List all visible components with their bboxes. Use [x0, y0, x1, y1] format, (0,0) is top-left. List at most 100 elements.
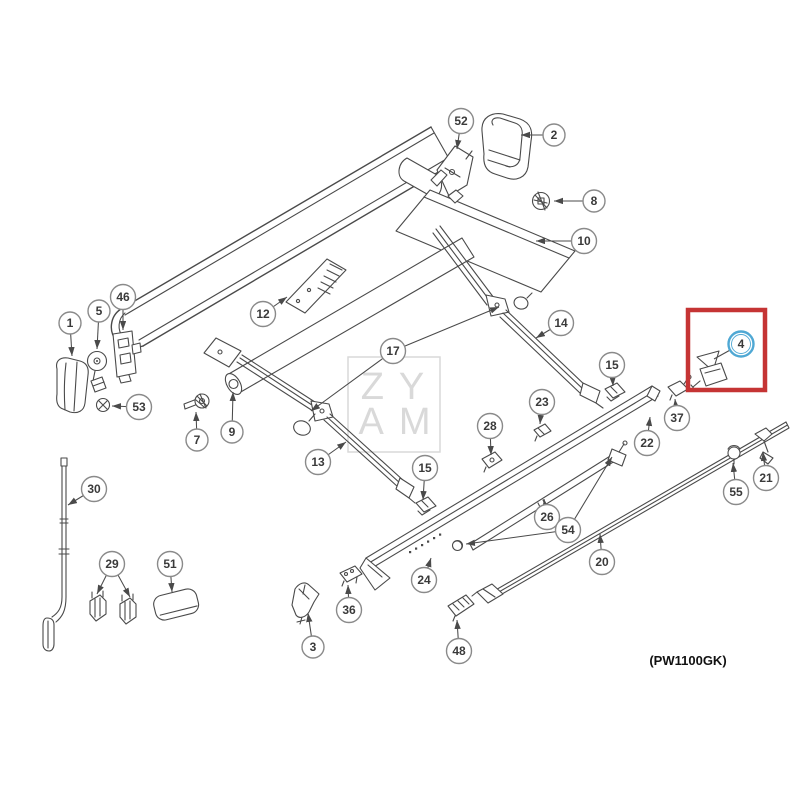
callout-9: 9 [220, 420, 244, 444]
callout-number-30: 30 [87, 482, 101, 496]
callout-number-14: 14 [554, 316, 568, 330]
callout-number-15: 15 [605, 358, 619, 372]
callout-28: 28 [476, 412, 504, 440]
highlight-circle-inner [731, 334, 751, 354]
part-foot-stop [291, 582, 320, 625]
callout-2: 2 [542, 123, 566, 147]
part-arm-right [432, 225, 604, 409]
callout-21: 21 [752, 464, 780, 492]
callout-10: 10 [570, 227, 598, 255]
part-case-profile [110, 126, 453, 349]
callout-number-55: 55 [729, 485, 743, 499]
callout-number-3: 3 [310, 640, 317, 654]
callout-55: 55 [722, 478, 750, 506]
callout-53: 53 [125, 393, 153, 421]
part-bracket-36 [339, 565, 363, 587]
callout-number-28: 28 [483, 419, 497, 433]
part-cover [153, 588, 200, 621]
callout-number-23: 23 [535, 395, 549, 409]
callout-54: 54 [554, 516, 582, 544]
figure-code: (PW1100GK) [649, 653, 726, 668]
callout-20: 20 [588, 548, 616, 576]
callout-36: 36 [335, 596, 363, 624]
leader-line-17 [392, 306, 500, 352]
callout-number-52: 52 [454, 114, 468, 128]
callout-5: 5 [87, 299, 111, 323]
part-arm-left [203, 337, 416, 504]
part-crank-handle [42, 457, 70, 652]
part-bracket-28 [481, 451, 503, 473]
callout-number-37: 37 [670, 411, 684, 425]
watermark-line2: AM [359, 401, 446, 443]
callout-number-7: 7 [194, 433, 201, 447]
part-end-cap-right [481, 113, 533, 180]
callout-23: 23 [528, 388, 556, 416]
part-foot-pad-middle [415, 496, 437, 516]
callout-24: 24 [410, 566, 438, 594]
leader-line-54 [465, 529, 569, 546]
callout-17: 17 [379, 337, 407, 365]
callout-number-36: 36 [342, 603, 356, 617]
callout-number-53: 53 [132, 400, 146, 414]
callout-12: 12 [249, 300, 277, 328]
part-bracket-46 [112, 330, 142, 384]
callout-8: 8 [582, 189, 606, 213]
part-lead-rail [359, 385, 661, 591]
part-clip-23 [533, 423, 552, 442]
callout-1: 1 [58, 311, 82, 335]
part-end-cap-left [56, 357, 89, 414]
callout-number-10: 10 [577, 234, 591, 248]
callout-51: 51 [156, 550, 184, 578]
highlight-box [685, 307, 768, 393]
callout-number-46: 46 [116, 290, 130, 304]
part-foot-pad-right [604, 382, 626, 402]
part-gearbox-bracket [430, 145, 474, 204]
callout-number-20: 20 [595, 555, 609, 569]
part-rafter-tube [451, 440, 628, 552]
callout-48: 48 [445, 637, 473, 665]
callout-number-24: 24 [417, 573, 431, 587]
part-bolt [183, 393, 210, 410]
part-roller-tube [224, 237, 475, 395]
highlight-layer [685, 307, 768, 393]
callout-number-1: 1 [67, 316, 74, 330]
callout-15: 15 [411, 454, 439, 482]
callout-number-12: 12 [256, 307, 270, 321]
callout-7: 7 [185, 428, 209, 452]
part-nut [95, 397, 111, 413]
leader-line-17 [310, 350, 394, 412]
watermark: ZY AM [347, 356, 446, 453]
callout-number-51: 51 [163, 557, 177, 571]
part-wall-clips [89, 590, 137, 625]
callout-number-4: 4 [738, 337, 745, 351]
callout-15: 15 [598, 351, 626, 379]
callout-29: 29 [98, 550, 126, 578]
callout-3: 3 [301, 635, 325, 659]
part-support-leg [471, 421, 790, 604]
callout-14: 14 [547, 309, 575, 337]
callout-22: 22 [633, 429, 661, 457]
callout-46: 46 [109, 283, 137, 311]
callout-52: 52 [447, 107, 475, 135]
callout-number-21: 21 [759, 471, 773, 485]
part-highlighted-bracket [690, 350, 728, 392]
callout-number-22: 22 [640, 436, 654, 450]
callout-number-9: 9 [229, 425, 236, 439]
part-knob-8 [531, 191, 551, 211]
callout-number-48: 48 [452, 644, 466, 658]
part-roller-wheel [86, 350, 108, 393]
lead-rail-logo-marks [409, 533, 442, 554]
callout-37: 37 [663, 404, 691, 432]
callout-number-54: 54 [561, 523, 575, 537]
callout-30: 30 [80, 475, 108, 503]
callout-13: 13 [304, 448, 332, 476]
watermark-line1: ZY [361, 366, 440, 408]
callout-number-26: 26 [540, 510, 554, 524]
callout-number-8: 8 [591, 194, 598, 208]
leader-line-54 [567, 456, 613, 531]
callout-26: 26 [533, 503, 561, 531]
callout-number-5: 5 [96, 304, 103, 318]
